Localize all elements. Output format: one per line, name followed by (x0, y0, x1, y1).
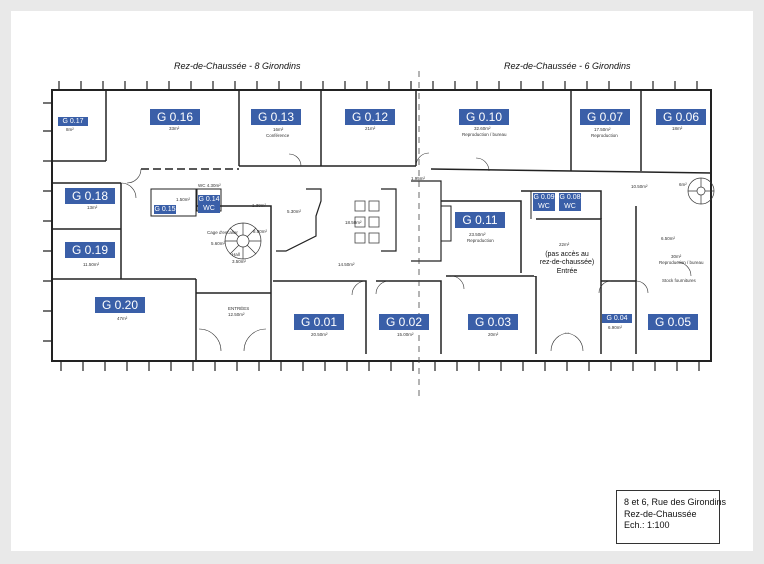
counter (276, 188, 322, 252)
plan-sheet: Rez-de-Chaussée - 8 Girondins Rez-de-Cha… (11, 11, 753, 551)
space-stair-area: 10.50m² (631, 184, 648, 189)
space-small3: 1.95m² (411, 176, 426, 181)
space-small1: 1.50m² (176, 197, 191, 202)
room-area-g013: 16m² (273, 127, 284, 132)
space-entrees-area: 12.50m² (228, 312, 245, 317)
room-area-g007: 17.50m² (594, 127, 611, 132)
table (368, 232, 380, 244)
room-extra-g005: Stock fournitures (662, 278, 696, 283)
no-access-line2: rez-de-chaussée) (539, 259, 595, 267)
title-scale: Ech.: 1:100 (624, 520, 670, 530)
wall-ticks (43, 81, 700, 371)
wall (411, 180, 442, 262)
wall (150, 188, 197, 217)
room-label-g015: G 0.15 (154, 205, 176, 214)
space-small4: 8.00m² (253, 229, 268, 234)
room-label-g007: G 0.07 (580, 109, 630, 125)
space-center-area: 22m² (559, 242, 570, 247)
room-area-g001: 20.50m² (311, 332, 328, 337)
staircase (224, 177, 715, 260)
title-block: 8 et 6, Rue des Girondins Rez-de-Chaussé… (616, 490, 727, 544)
wall (430, 168, 712, 174)
no-access-line3: Entrée (556, 267, 578, 275)
space-entrees: ENTRÉES (228, 306, 250, 311)
room-use-g005: Reproduction / bureau (659, 260, 704, 265)
room-area-g005: 30m² (671, 254, 682, 259)
no-access-line1: (pas accès au (545, 251, 589, 258)
room-label-g018: G 0.18 (65, 188, 115, 204)
room-sub-g014: WC (198, 204, 220, 213)
room-label-g016: G 0.16 (150, 109, 200, 125)
wall (441, 200, 522, 273)
space-landing: 3.50m² (232, 259, 247, 264)
table (354, 216, 366, 228)
room-label-g013: G 0.13 (251, 109, 301, 125)
counter (381, 188, 397, 252)
room-sub-g009: WC (533, 202, 555, 211)
room-area-g003: 20m² (488, 332, 499, 337)
space-hall: 5.30m² (287, 209, 302, 214)
room-area-g017: 8m² (66, 127, 74, 132)
space-cage-area: 5.60m² (211, 241, 226, 246)
room-label-g004: G 0.04 (602, 314, 632, 323)
room-label-g010: G 0.10 (459, 109, 509, 125)
table (354, 200, 366, 212)
outer-wall (51, 89, 712, 362)
room-label-g005: G 0.05 (648, 314, 698, 330)
space-lobby: 18.50m² (345, 220, 362, 225)
room-label-g003: G 0.03 (468, 314, 518, 330)
room-label-g001: G 0.01 (294, 314, 344, 330)
table (368, 216, 380, 228)
space-wc: WC 4.30m² (198, 183, 221, 188)
heading-right: Rez-de-Chaussée - 6 Girondins (504, 61, 631, 71)
room-label-g020: G 0.20 (95, 297, 145, 313)
heading-left: Rez-de-Chaussée - 8 Girondins (174, 61, 301, 71)
room-label-g006: G 0.06 (656, 109, 706, 125)
space-sixm: 6m² (679, 182, 687, 187)
wall (521, 190, 602, 219)
title-level: Rez-de-Chaussée (624, 508, 697, 519)
doors (120, 152, 692, 352)
table (368, 200, 380, 212)
room-label-g009: G 0.09 (533, 193, 555, 202)
room-area-g020: 47m² (117, 316, 128, 321)
space-corridor: 14.50m² (338, 262, 355, 267)
room-area-g002: 15.00m² (397, 332, 414, 337)
floor-plan (43, 71, 715, 401)
room-use-g013: Conférence (266, 133, 290, 138)
room-use-g007: Reproduction (591, 133, 618, 138)
room-label-g019: G 0.19 (65, 242, 115, 258)
room-label-g014: G 0.14 (198, 195, 220, 204)
room-sub-g008: WC (559, 202, 581, 211)
counter (441, 205, 452, 242)
wall (196, 188, 222, 212)
space-hall2: Hall (232, 252, 240, 257)
room-area-g010: 32.60m² (474, 126, 491, 131)
space-cage: Cage d'escalier (207, 230, 238, 235)
space-lobby2: 6.50m² (661, 236, 676, 241)
room-use-g010: Reproduction / bureau (462, 132, 507, 137)
room-label-g011: G 0.11 (455, 212, 505, 228)
wall (536, 218, 602, 354)
room-area-g019: 11.50m² (83, 262, 100, 267)
room-label-g012: G 0.12 (345, 109, 395, 125)
table (354, 232, 366, 244)
room-label-g008: G 0.08 (559, 193, 581, 202)
title-address: 8 et 6, Rue des Girondins (624, 497, 727, 507)
room-area-g018: 13m² (87, 205, 98, 210)
space-small2: 1.30m² (252, 203, 267, 208)
room-area-g006: 18m² (672, 126, 683, 131)
room-label-g017: G 0.17 (58, 117, 88, 126)
room-area-g011: 23.50m² (469, 232, 486, 237)
room-area-g016: 33m² (169, 126, 180, 131)
room-area-g012: 21m² (365, 126, 376, 131)
room-label-g002: G 0.02 (379, 314, 429, 330)
room-area-g004: 6.90m² (608, 325, 623, 330)
wall (376, 280, 442, 354)
no-access-note: (pas accès au rez-de-chaussée) Entrée (534, 251, 600, 277)
room-use-g011: Reproduction (467, 238, 494, 243)
